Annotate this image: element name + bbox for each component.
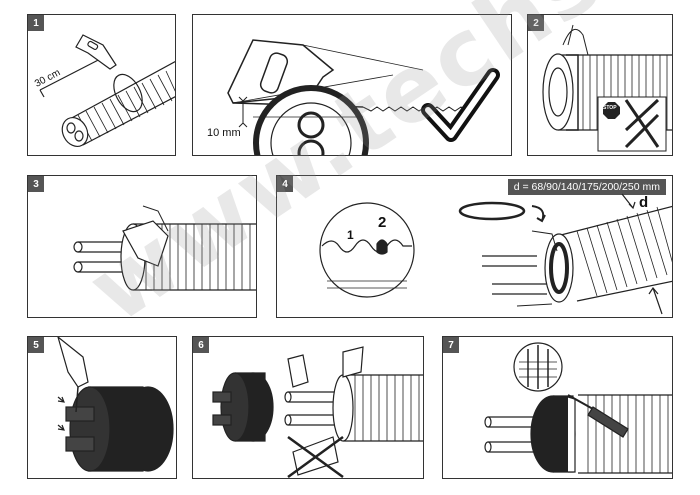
step-2-number: 2 <box>528 15 544 31</box>
step-3-illustration <box>73 205 256 291</box>
stop-sign-label: STOP <box>603 105 617 111</box>
step-4-illustration <box>319 193 672 315</box>
d-label: d <box>639 194 649 211</box>
step-1-detail-illustration <box>227 39 500 155</box>
step-6-panel: 6 <box>192 336 424 479</box>
step-4-number: 4 <box>277 176 293 192</box>
step-7-illustration <box>484 342 672 474</box>
step-3-panel: 3 <box>27 175 257 318</box>
step-1-panel: 1 30 cm <box>27 14 176 156</box>
step-1-number: 1 <box>28 15 44 31</box>
step-2-panel: 2 STOP <box>527 14 673 156</box>
step-2-illustration <box>542 24 672 152</box>
step-6-illustration <box>212 346 423 478</box>
corrugation-1-label: 1 <box>347 228 354 242</box>
step-5-number: 5 <box>28 337 44 353</box>
step-5-illustration <box>57 337 174 472</box>
step-3-number: 3 <box>28 176 44 192</box>
step-1-illustration <box>39 34 175 147</box>
step-6-number: 6 <box>193 337 209 353</box>
step-4-panel: 4 d = 68/90/140/175/200/250 mm <box>276 175 673 318</box>
depth-label: 10 mm <box>207 127 241 139</box>
step-1-detail-panel: 10 mm <box>192 14 512 156</box>
step-5-panel: 5 <box>27 336 177 479</box>
step-7-number: 7 <box>443 337 459 353</box>
step-7-panel: 7 <box>442 336 673 479</box>
diameter-list: d = 68/90/140/175/200/250 mm <box>507 179 666 195</box>
corrugation-2-label: 2 <box>378 214 387 231</box>
